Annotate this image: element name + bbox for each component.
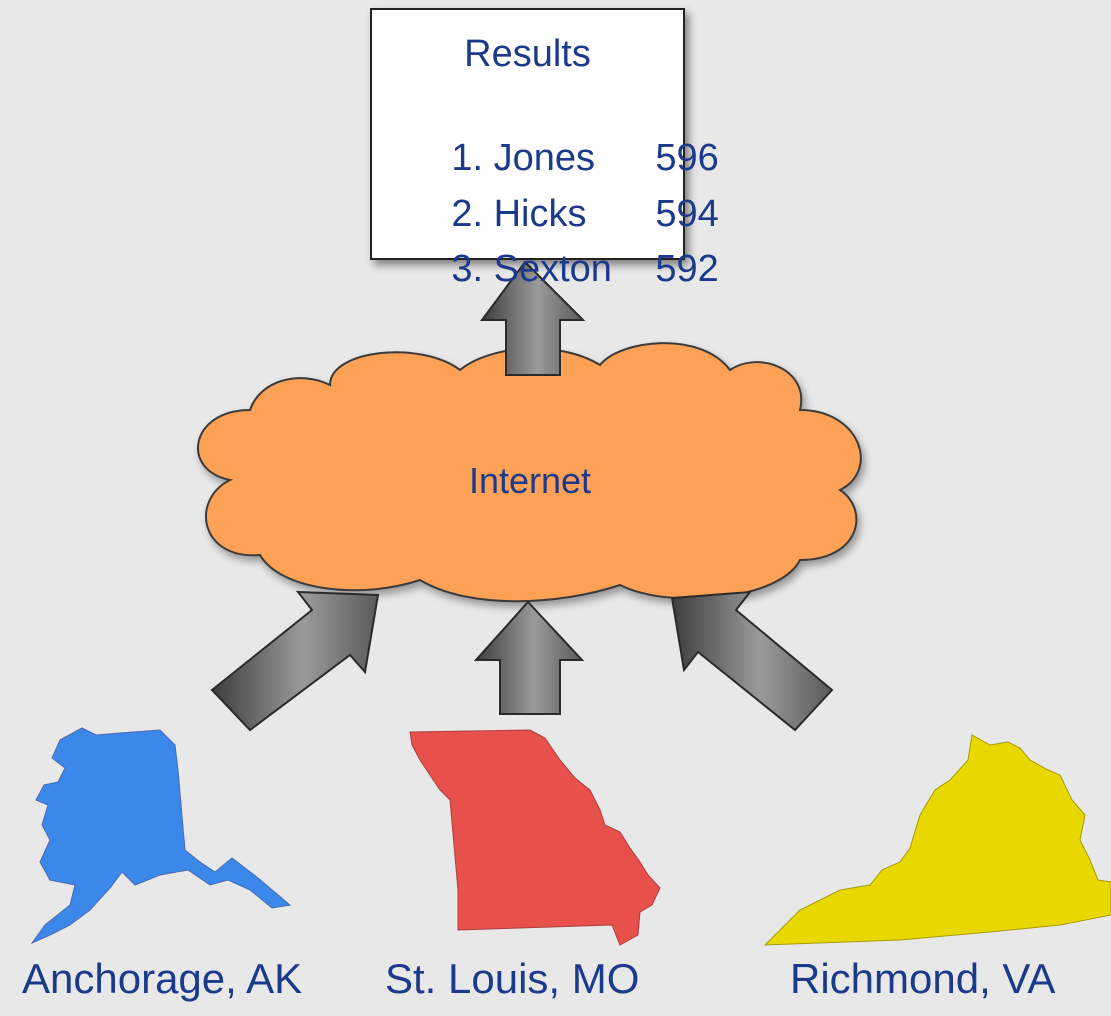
- result-row: 3. Sexton 592: [388, 203, 718, 335]
- result-row: 2. Hicks 594: [388, 148, 718, 280]
- arrow-diagonal-from-richmond: [670, 590, 834, 732]
- results-title: Results: [464, 33, 591, 75]
- place-label-anchorage: Anchorage, AK: [22, 955, 303, 1002]
- result-name: 3. Sexton: [451, 248, 612, 290]
- internet-cloud: [196, 342, 862, 603]
- internet-label: Internet: [468, 460, 592, 501]
- arrow-diagonal-from-anchorage: [210, 590, 380, 732]
- results-box: Results 1. Jones 596 2. Hicks 594 3. Sexto…: [370, 8, 719, 290]
- place-label-richmond: Richmond, VA: [790, 955, 1056, 1002]
- arrow-up-from-st-louis: [473, 600, 585, 715]
- missouri-shape: [409, 729, 661, 946]
- alaska-shape: [30, 727, 292, 945]
- result-score: 592: [655, 248, 719, 290]
- result-score: 594: [655, 193, 719, 235]
- virginia-shape: [763, 734, 1111, 946]
- arrow-up-to-results: [480, 260, 586, 376]
- result-name: 1. Jones: [451, 137, 596, 179]
- result-name: 2. Hicks: [451, 193, 587, 235]
- result-row: 1. Jones 596: [388, 92, 718, 224]
- result-score: 596: [655, 137, 719, 179]
- place-label-st-louis: St. Louis, MO: [385, 955, 640, 1002]
